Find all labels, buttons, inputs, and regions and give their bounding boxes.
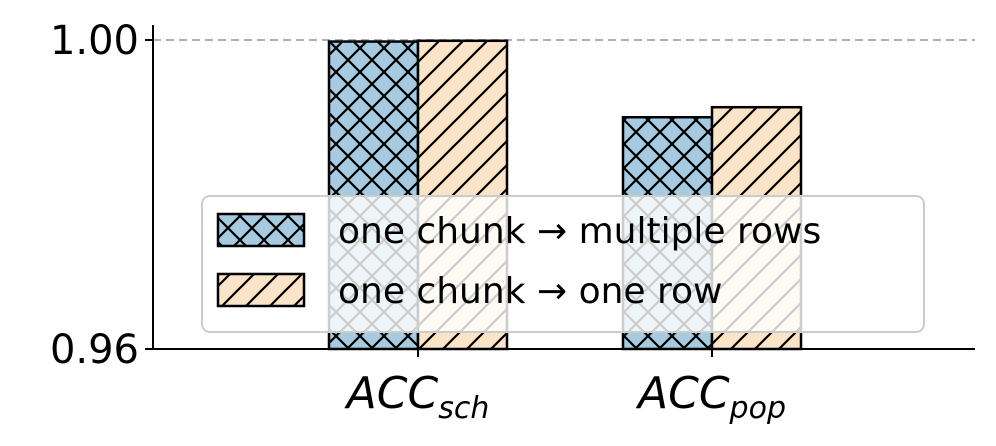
legend-swatch-hatch <box>216 212 306 248</box>
legend-items: one chunk → multiple rows one chunk → one… <box>216 211 821 312</box>
x-tick-label-pop: ACCpop <box>635 368 786 426</box>
x-ticks: ACCsch ACCpop <box>344 349 786 426</box>
x-tick-label-sch: ACCsch <box>344 368 490 426</box>
y-ticks: 0.96 1.00 <box>50 18 153 373</box>
legend-item-multiple-rows: one chunk → multiple rows <box>216 211 821 252</box>
legend-frame <box>201 195 925 333</box>
axes-layer <box>152 25 975 350</box>
legend-label: one chunk → multiple rows <box>338 211 821 252</box>
legend-label: one chunk → one row <box>338 271 723 312</box>
legend: one chunk → multiple rows one chunk → one… <box>201 195 925 333</box>
y-tick-label: 0.96 <box>50 327 139 373</box>
legend-swatch-hatch <box>216 272 306 308</box>
legend-item-one-row: one chunk → one row <box>216 271 723 312</box>
y-tick-label: 1.00 <box>50 18 139 64</box>
